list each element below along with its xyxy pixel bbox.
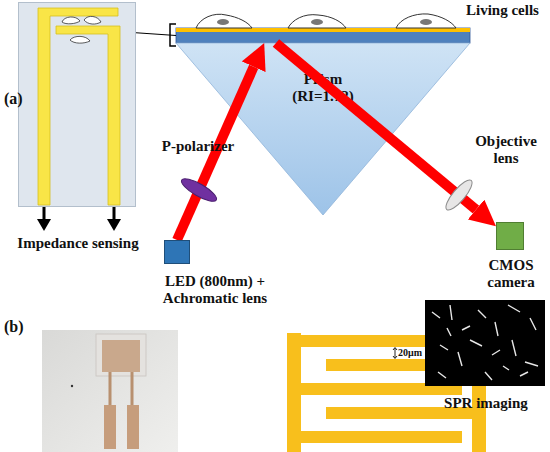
camera-label: CMOS camera (476, 257, 546, 291)
prism-body (176, 43, 470, 215)
cell (288, 15, 346, 28)
arrow-shaft (44, 207, 114, 221)
output-arrows (37, 207, 121, 231)
cell-nucleus (311, 19, 323, 25)
cell (396, 14, 456, 28)
objective-lens: Objective lens (444, 175, 474, 215)
cmos-camera: CMOS camera (496, 222, 524, 250)
contact-pad (104, 405, 116, 449)
prism-label: Prism (RI=1.72) (276, 71, 370, 105)
prism-outline (176, 43, 470, 215)
cell-nucleus (420, 19, 432, 25)
objective-lens-outline (444, 175, 474, 215)
cell (196, 14, 252, 28)
glass-substrate (96, 334, 146, 376)
gold-film (176, 28, 470, 32)
glass-slide (176, 28, 470, 43)
photo-background (42, 330, 178, 452)
chip-label: Impedance sensing (3, 235, 153, 252)
polarizer-shape (179, 175, 220, 205)
photo-speck (71, 385, 73, 387)
objective-lens-shape (442, 177, 476, 214)
led-source: LED (800nm) + Achromatic lens (164, 240, 190, 264)
spr-label: SPR imaging (426, 395, 546, 412)
arrow-head (37, 219, 51, 231)
cell-nucleus (217, 19, 229, 25)
electrode-pad (102, 340, 140, 372)
cells-label: Living cells (466, 2, 550, 19)
sensor-slide: Living cells (176, 28, 470, 43)
zoom-line (136, 33, 176, 36)
polarizer-outline (184, 168, 214, 212)
polarizer-label: P-polarizer (148, 138, 248, 155)
dimension-label: 20μm (398, 347, 422, 358)
prism: Prism (RI=1.72) (176, 43, 470, 215)
chip-photo (42, 330, 178, 452)
contact-pad (127, 405, 139, 449)
panel-label: (a) (4, 90, 23, 108)
dimension-arrow (393, 348, 397, 359)
sensor-slide-outline (176, 28, 470, 43)
panel-label: (b) (4, 318, 24, 336)
living-cells (196, 14, 456, 28)
electrode-finger (287, 431, 462, 443)
photo-lead (110, 372, 132, 406)
sensor-chip: Impedance sensing (18, 2, 136, 207)
zoom-bracket (170, 24, 176, 46)
spr-image: SPR imaging (425, 300, 545, 386)
led-label: LED (800nm) + Achromatic lens (155, 273, 275, 307)
arrow-head (107, 219, 121, 231)
polarizer: P-polarizer (184, 168, 214, 212)
lens-label: Objective lens (466, 133, 546, 167)
